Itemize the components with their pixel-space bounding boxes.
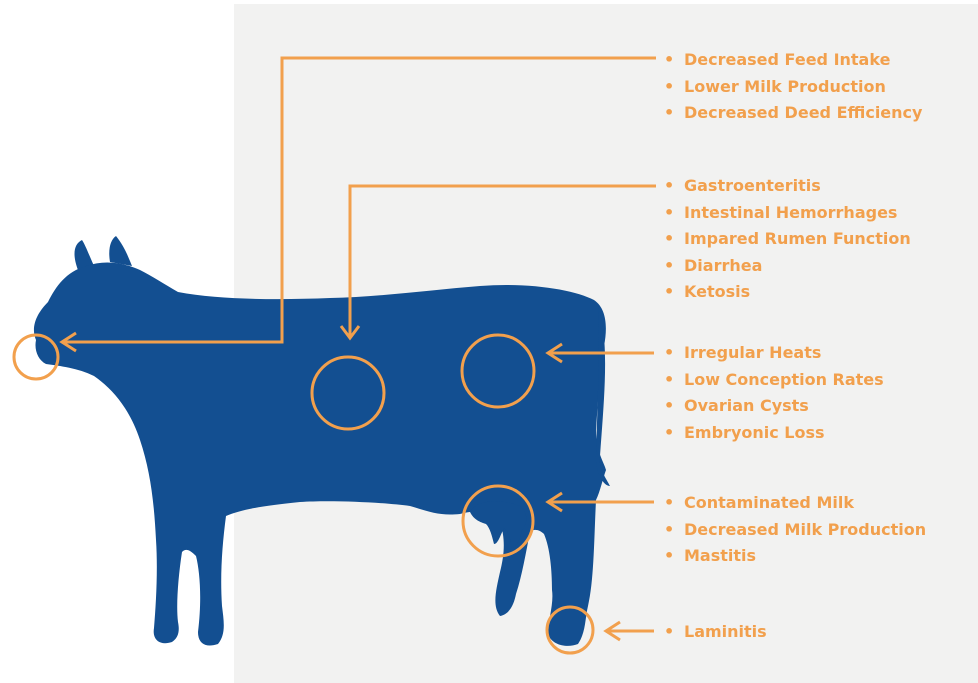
bullet: • [664,200,674,227]
bullet: • [664,367,674,394]
symptom-item: • Ovarian Cysts [664,393,884,420]
symptom-item: • Laminitis [664,619,767,646]
symptom-label: Diarrhea [684,256,762,275]
bullet: • [664,100,674,127]
cow-body [34,263,606,646]
symptom-group-feed: • Decreased Feed Intake • Lower Milk Produ… [664,47,922,127]
bullet: • [664,490,674,517]
bullet: • [664,340,674,367]
symptom-group-reproductive: • Irregular Heats • Low Conception Rates •… [664,340,884,446]
bullet: • [664,393,674,420]
symptom-item: • Gastroenteritis [664,173,911,200]
symptom-label: Gastroenteritis [684,176,821,195]
bullet: • [664,253,674,280]
symptom-label: Decreased Feed Intake [684,50,890,69]
symptom-item: • Decreased Milk Production [664,517,926,544]
symptom-label: Contaminated Milk [684,493,854,512]
symptom-item: • Decreased Feed Intake [664,47,922,74]
symptom-label: Intestinal Hemorrhages [684,203,897,222]
symptom-item: • Contaminated Milk [664,490,926,517]
symptom-label: Laminitis [684,622,767,641]
symptom-group-digestive: • Gastroenteritis • Intestinal Hemorrhages… [664,173,911,306]
symptom-group-hoof: • Laminitis [664,619,767,646]
symptom-item: • Impared Rumen Function [664,226,911,253]
bullet: • [664,420,674,447]
symptom-label: Irregular Heats [684,343,821,362]
symptom-item: • Ketosis [664,279,911,306]
bullet: • [664,173,674,200]
bullet: • [664,619,674,646]
symptom-label: Embryonic Loss [684,423,825,442]
bullet: • [664,517,674,544]
symptom-item: • Decreased Deed Efficiency [664,100,922,127]
cow-silhouette [34,236,610,646]
cow-ear-right [109,236,132,266]
symptom-item: • Embryonic Loss [664,420,884,447]
symptom-label: Decreased Milk Production [684,520,926,539]
symptom-item: • Intestinal Hemorrhages [664,200,911,227]
symptom-label: Ovarian Cysts [684,396,809,415]
bullet: • [664,47,674,74]
symptom-label: Lower Milk Production [684,77,886,96]
symptom-label: Low Conception Rates [684,370,884,389]
symptom-item: • Low Conception Rates [664,367,884,394]
symptom-label: Mastitis [684,546,756,565]
symptom-item: • Irregular Heats [664,340,884,367]
symptom-item: • Lower Milk Production [664,74,922,101]
symptom-item: • Mastitis [664,543,926,570]
cow-udder [470,501,526,548]
bullet: • [664,226,674,253]
symptom-label: Decreased Deed Efficiency [684,103,922,122]
bullet: • [664,543,674,570]
symptom-label: Impared Rumen Function [684,229,911,248]
symptom-item: • Diarrhea [664,253,911,280]
bullet: • [664,74,674,101]
symptom-group-udder: • Contaminated Milk • Decreased Milk Produ… [664,490,926,570]
bullet: • [664,279,674,306]
symptom-label: Ketosis [684,282,750,301]
